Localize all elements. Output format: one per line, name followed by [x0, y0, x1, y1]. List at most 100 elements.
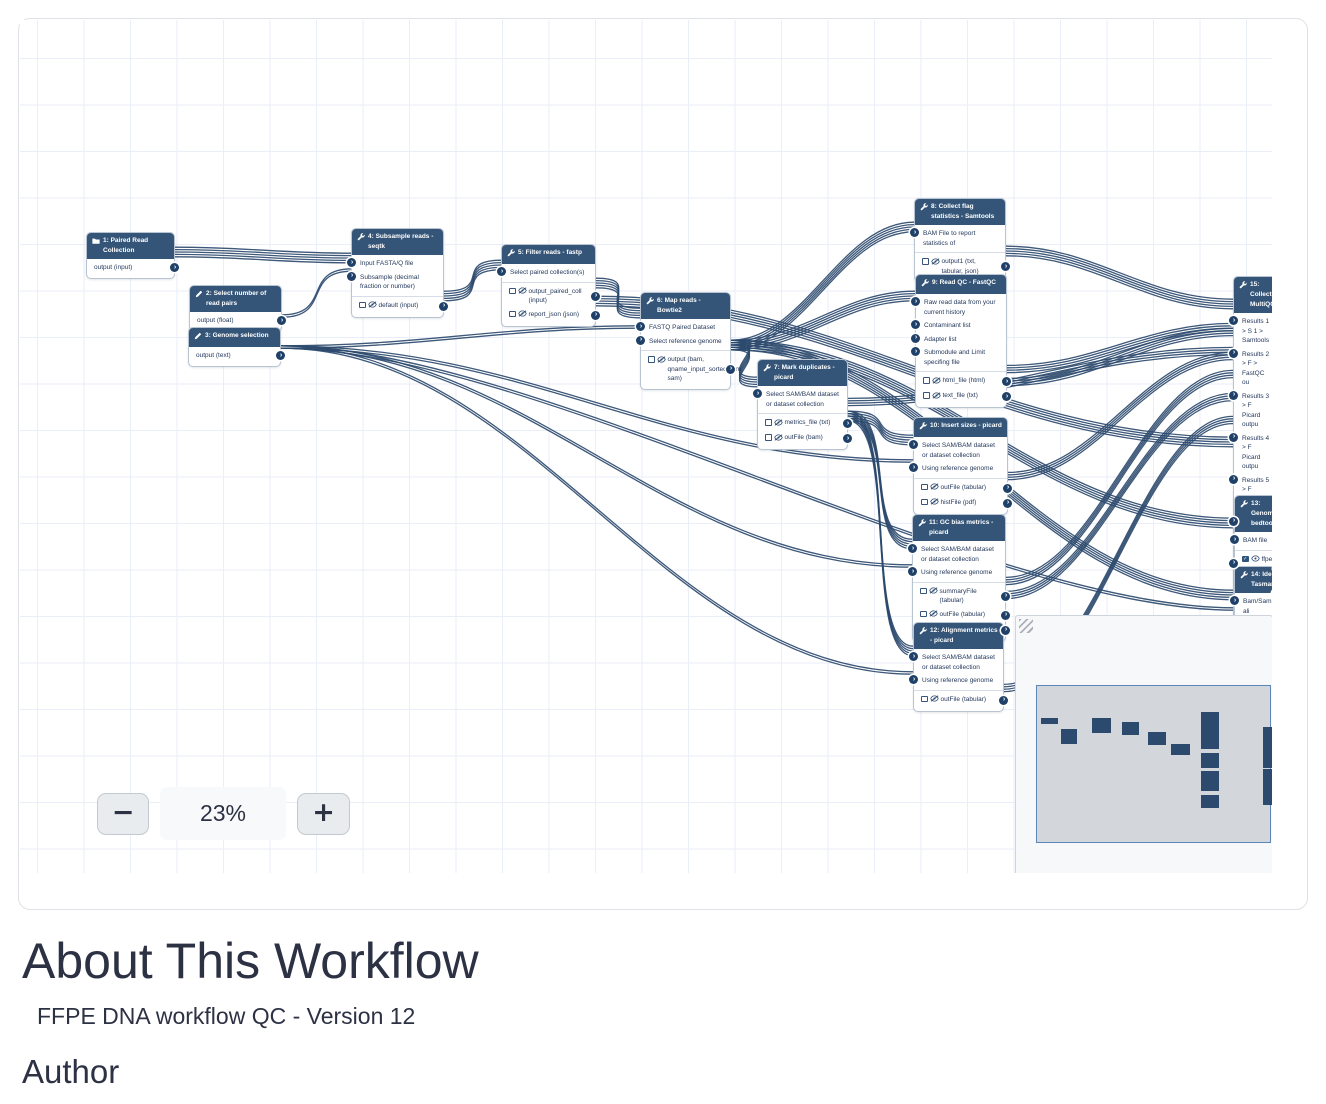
node-header[interactable]: 4: Subsample reads - seqtk	[352, 229, 443, 255]
eye-slash-icon[interactable]	[930, 257, 940, 269]
output-port[interactable]	[1001, 610, 1010, 620]
eye-slash-icon[interactable]	[929, 498, 939, 509]
workflow-node-4[interactable]: 4: Subsample reads - seqtkInput FASTA/Q …	[347, 228, 448, 318]
output-port[interactable]	[1001, 262, 1010, 271]
output-checkbox[interactable]: ✓	[1242, 555, 1249, 562]
node-header[interactable]: 9: Read QC - FastQC	[916, 275, 1006, 294]
output-port[interactable]	[843, 434, 852, 443]
node-header[interactable]: 10: Insert sizes - picard	[914, 418, 1007, 437]
eye-slash-icon[interactable]	[928, 610, 938, 621]
workflow-node-7[interactable]: 7: Mark duplicates - picardSelect SAM/BA…	[753, 359, 852, 450]
input-port[interactable]	[909, 440, 918, 449]
eye-slash-icon[interactable]	[928, 587, 938, 598]
node-header[interactable]: 1: Paired Read Collection	[87, 233, 174, 259]
output-checkbox[interactable]	[921, 483, 928, 490]
workflow-node-5[interactable]: 5: Filter reads - fastpSelect paired col…	[497, 244, 600, 327]
output-checkbox[interactable]	[765, 434, 772, 441]
output-checkbox[interactable]	[923, 392, 930, 399]
output-port[interactable]	[439, 301, 448, 311]
output-port[interactable]	[170, 263, 179, 273]
node-header[interactable]: 11: GC bias metrics - picard	[913, 515, 1005, 541]
input-port[interactable]	[1229, 516, 1238, 526]
input-port[interactable]	[1229, 558, 1238, 568]
eye-icon[interactable]	[1250, 555, 1260, 566]
input-port[interactable]	[1229, 348, 1238, 358]
input-port[interactable]	[911, 347, 920, 356]
eye-slash-icon[interactable]	[773, 418, 783, 430]
node-header[interactable]: 5: Filter reads - fastp	[502, 245, 595, 264]
output-port[interactable]	[843, 419, 852, 428]
node-header[interactable]: 6: Map reads - Bowtie2	[641, 293, 730, 319]
input-port[interactable]	[1229, 474, 1238, 484]
node-header[interactable]: 14: Identif Tasmanian	[1235, 567, 1272, 593]
eye-slash-icon[interactable]	[656, 355, 666, 367]
node-header[interactable]: 3: Genome selection	[189, 328, 280, 347]
eye-slash-icon[interactable]	[929, 695, 939, 706]
eye-slash-icon[interactable]	[517, 310, 527, 321]
input-port[interactable]	[1229, 316, 1238, 325]
input-port[interactable]	[636, 335, 645, 345]
eye-slash-icon[interactable]	[367, 301, 377, 312]
output-port[interactable]	[277, 316, 286, 326]
zoom-out-button[interactable]: −	[97, 793, 149, 835]
node-header[interactable]: 13: Genom bedtools	[1235, 496, 1272, 532]
workflow-node-10[interactable]: 10: Insert sizes - picardSelect SAM/BAM …	[909, 417, 1012, 515]
node-header[interactable]: 7: Mark duplicates - picard	[758, 360, 847, 386]
input-port[interactable]	[636, 322, 645, 331]
output-port[interactable]	[276, 351, 285, 361]
eye-slash-icon[interactable]	[931, 376, 941, 388]
output-checkbox[interactable]	[509, 287, 516, 294]
output-port[interactable]	[591, 291, 600, 301]
output-checkbox[interactable]	[765, 419, 772, 426]
workflow-node-6[interactable]: 6: Map reads - Bowtie2FASTQ Paired Datas…	[636, 292, 743, 390]
output-checkbox[interactable]	[923, 377, 930, 384]
output-port[interactable]	[999, 695, 1008, 705]
input-port[interactable]	[911, 333, 920, 343]
output-checkbox[interactable]	[648, 356, 655, 363]
input-port[interactable]	[497, 267, 506, 276]
workflow-node-12[interactable]: 12: Alignment metrics - picardSelect SAM…	[909, 622, 1008, 712]
input-port[interactable]	[909, 463, 918, 472]
minimap-resize-handle-icon[interactable]	[1019, 619, 1033, 633]
input-port[interactable]	[1230, 596, 1239, 605]
input-port[interactable]	[347, 271, 356, 281]
input-port[interactable]	[909, 652, 918, 661]
output-port[interactable]	[591, 310, 600, 320]
input-port[interactable]	[1229, 390, 1238, 400]
node-header[interactable]: 12: Alignment metrics - picard	[914, 623, 1003, 649]
output-checkbox[interactable]	[920, 610, 927, 617]
node-header[interactable]: 15: Collect MultiQC	[1234, 277, 1272, 313]
input-port[interactable]	[347, 258, 356, 267]
input-port[interactable]	[1230, 535, 1239, 544]
workflow-node-9[interactable]: 9: Read QC - FastQCRaw read data from yo…	[911, 274, 1011, 408]
output-port[interactable]	[1003, 483, 1012, 493]
eye-slash-icon[interactable]	[773, 433, 783, 445]
node-header[interactable]: 8: Collect flag statistics - Samtools	[915, 199, 1005, 225]
output-port[interactable]	[1001, 591, 1010, 601]
output-port[interactable]	[1002, 392, 1011, 401]
input-port[interactable]	[1229, 432, 1238, 442]
minimap-viewport[interactable]	[1036, 685, 1271, 843]
input-port[interactable]	[909, 675, 918, 684]
output-port[interactable]	[1002, 377, 1011, 386]
node-header[interactable]: 2: Select number of read pairs	[190, 286, 281, 312]
eye-slash-icon[interactable]	[929, 483, 939, 494]
output-checkbox[interactable]	[509, 310, 516, 317]
input-port[interactable]	[908, 567, 917, 576]
input-port[interactable]	[908, 544, 917, 553]
eye-slash-icon[interactable]	[931, 391, 941, 403]
input-port[interactable]	[753, 389, 762, 398]
eye-slash-icon[interactable]	[517, 287, 527, 298]
output-port[interactable]	[726, 364, 735, 374]
output-checkbox[interactable]	[359, 301, 366, 308]
input-port[interactable]	[911, 297, 920, 306]
minimap[interactable]	[1015, 615, 1272, 873]
workflow-node-8[interactable]: 8: Collect flag statistics - SamtoolsBAM…	[910, 198, 1010, 282]
output-checkbox[interactable]	[922, 258, 929, 265]
input-port[interactable]	[911, 320, 920, 329]
output-checkbox[interactable]	[921, 695, 928, 702]
